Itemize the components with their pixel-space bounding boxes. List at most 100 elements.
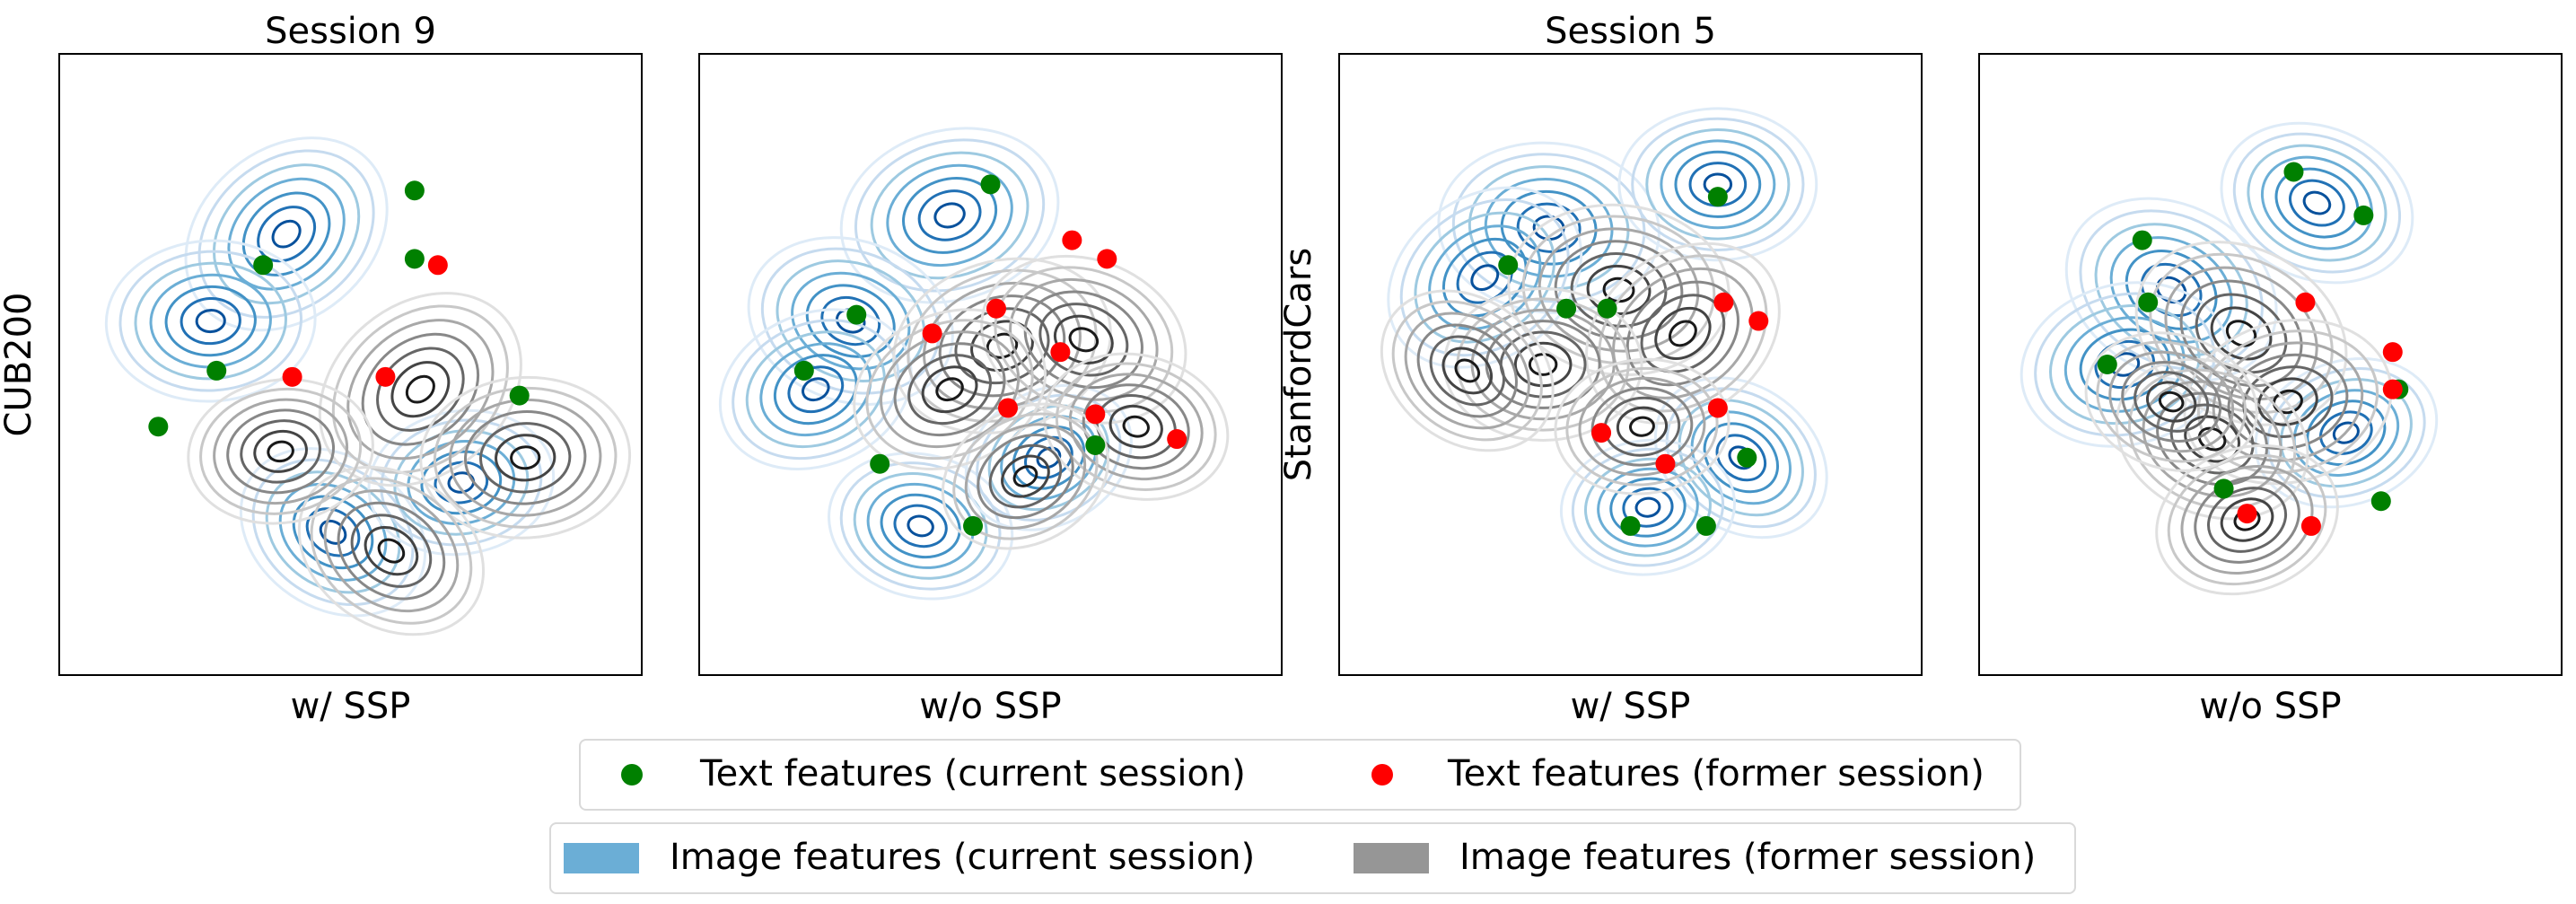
contour-level <box>1609 477 1687 538</box>
contour-level <box>1629 416 1655 437</box>
contour-level <box>434 461 489 505</box>
x-axis-label: w/ SSP <box>291 686 411 727</box>
contour-level <box>2332 421 2360 444</box>
contour-level <box>1653 376 1828 540</box>
legend-label-text-former: Text features (former session) <box>1448 753 1985 794</box>
contour-level <box>1690 410 1792 505</box>
point-text-current <box>870 453 890 474</box>
contour-level <box>893 504 948 549</box>
contour-level <box>1055 362 1217 491</box>
contour-level <box>1001 454 1050 498</box>
point-text-former <box>2300 515 2321 536</box>
point-text-former <box>1062 230 1082 250</box>
legend-marker-text-current <box>621 764 643 786</box>
contour-level <box>1012 465 1038 487</box>
point-text-former <box>1050 342 1071 363</box>
contour-level <box>323 489 460 613</box>
point-text-current <box>206 360 227 381</box>
contour-level <box>510 445 541 470</box>
contour-level <box>2084 331 2258 472</box>
point-text-current <box>404 249 425 269</box>
contour-level <box>880 493 961 559</box>
contour-level <box>2212 341 2364 462</box>
point-text-former <box>2237 504 2257 524</box>
point-text-former <box>1085 404 1106 425</box>
contour-level <box>1429 335 1505 407</box>
contour-level <box>2121 361 2222 443</box>
contour-level <box>1571 447 1725 567</box>
contour-level <box>2302 190 2332 215</box>
legend-label-image-current: Image features (current session) <box>670 837 1256 878</box>
point-text-current <box>1707 187 1728 207</box>
contour-level <box>977 433 1074 520</box>
contour-level <box>1454 358 1481 383</box>
contours-image-current <box>1387 107 1828 576</box>
contour-level <box>917 189 982 241</box>
contour-level <box>1654 306 1712 360</box>
contour-level <box>886 163 1013 268</box>
contour-level <box>2289 179 2345 227</box>
contour-level <box>2257 377 2318 426</box>
contour-level <box>1380 289 1555 452</box>
contour-level <box>419 375 632 540</box>
contour-level <box>377 538 406 564</box>
contour-level <box>2134 371 2210 433</box>
contour-level <box>988 443 1063 509</box>
contour-level <box>1513 341 1573 388</box>
x-axis-label: w/o SSP <box>919 686 1061 727</box>
contour-level <box>1597 467 1699 548</box>
contour-level <box>212 163 361 305</box>
plot-area <box>718 127 1230 601</box>
contour-level <box>364 525 419 576</box>
contour-level <box>1441 347 1494 395</box>
axes-frame <box>1338 53 1923 676</box>
contour-level <box>941 402 1109 550</box>
point-text-former <box>1748 311 1769 331</box>
contour-level <box>1485 320 1601 409</box>
point-text-former <box>1655 453 1676 474</box>
contour-level <box>1612 267 1754 399</box>
contour-level <box>1414 211 1556 344</box>
contour-level <box>2260 155 2373 250</box>
contour-level <box>1634 496 1661 518</box>
point-text-former <box>2382 342 2403 363</box>
point-text-current <box>509 385 530 406</box>
contour-level <box>2227 353 2349 451</box>
legend-marker-text-former <box>1371 764 1393 786</box>
point-text-current <box>1498 255 1519 276</box>
contour-level <box>1622 487 1674 528</box>
contour-level <box>923 281 1082 410</box>
contour-level <box>195 309 226 334</box>
contour-level <box>213 398 349 505</box>
contour-level <box>2079 328 2170 401</box>
contour-level <box>2108 350 2235 453</box>
point-text-current <box>253 255 274 276</box>
contour-level <box>2096 340 2247 463</box>
point-text-current <box>2132 230 2152 250</box>
point-text-former <box>1713 292 1734 312</box>
panel-4: w/o SSP <box>1978 53 2563 727</box>
contour-level <box>2254 356 2439 509</box>
contour-level <box>380 418 543 547</box>
contour-level <box>902 176 998 254</box>
contour-level <box>2319 410 2373 455</box>
point-text-former <box>922 323 942 344</box>
contour-level <box>773 354 858 426</box>
contour-level <box>1616 406 1669 447</box>
axes-frame <box>698 53 1283 676</box>
row-label: CUB200 <box>0 293 39 437</box>
contour-level <box>839 127 1060 304</box>
point-text-current <box>2370 491 2391 512</box>
point-text-current <box>793 360 814 381</box>
contour-level <box>853 308 1047 470</box>
contour-level <box>1484 178 1614 278</box>
contour-level <box>1559 438 1737 576</box>
point-text-current <box>2213 478 2234 499</box>
contour-level <box>921 365 978 414</box>
contour-level <box>1565 366 1719 487</box>
legend-patch-image-former <box>1354 843 1429 873</box>
contour-level <box>1387 186 1583 369</box>
contour-level <box>2274 167 2360 239</box>
contour-level <box>337 501 446 601</box>
